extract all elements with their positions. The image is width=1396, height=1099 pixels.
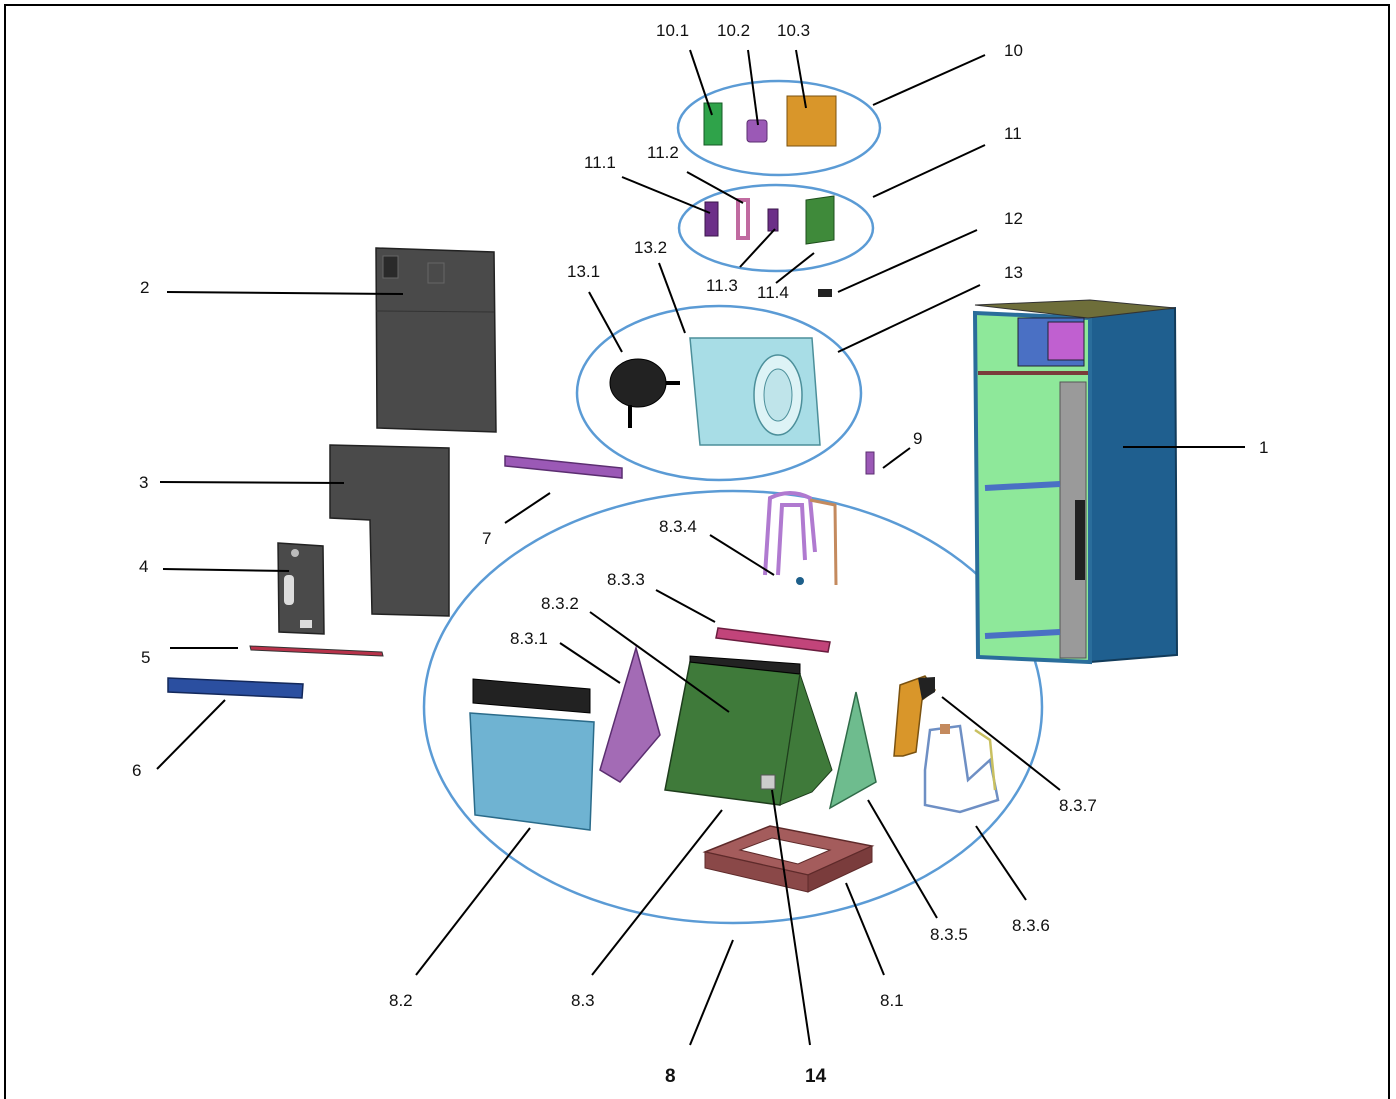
part-11-1-terminal	[704, 201, 719, 237]
part-6-tray	[167, 677, 304, 699]
label-2: 2	[140, 278, 149, 297]
part-1-cabinet	[972, 299, 1179, 665]
part-10-1-board	[703, 102, 723, 146]
label-8-2: 8.2	[389, 991, 413, 1010]
part-8-3-6-valve-assembly	[923, 724, 1000, 814]
diagram-border	[4, 4, 1390, 1099]
part-8-2-side-panel	[469, 678, 595, 831]
label-12: 12	[1004, 209, 1023, 228]
label-8-1: 8.1	[880, 991, 904, 1010]
label-4: 4	[139, 557, 148, 576]
label-5: 5	[141, 648, 150, 667]
group-11-ellipse	[677, 183, 875, 273]
part-11-3-terminal	[767, 208, 779, 232]
part-11-2-bracket	[736, 198, 750, 240]
label-13-2: 13.2	[634, 238, 667, 257]
label-9: 9	[913, 429, 922, 448]
part-3-lower-panel	[329, 444, 450, 617]
label-14: 14	[805, 1066, 827, 1087]
label-10: 10	[1004, 41, 1023, 60]
part-5-bar	[249, 645, 384, 657]
label-11: 11	[1004, 124, 1022, 143]
label-11-1: 11.1	[584, 153, 616, 172]
part-8-3-4-piping	[763, 491, 838, 586]
label-11-3: 11.3	[706, 276, 738, 295]
label-10-3: 10.3	[777, 21, 810, 40]
group-13-ellipse	[575, 304, 863, 482]
label-1: 1	[1259, 438, 1268, 457]
label-3: 3	[139, 473, 148, 492]
label-8-3-4: 8.3.4	[659, 517, 697, 536]
label-10-2: 10.2	[717, 21, 750, 40]
part-11-4-mount	[805, 195, 835, 245]
group-8-ellipse	[422, 489, 1044, 925]
part-8-3-3-baffle	[715, 627, 831, 653]
label-8-3-6: 8.3.6	[1012, 916, 1050, 935]
label-8-3-1: 8.3.1	[510, 629, 548, 648]
leader-lines	[156, 49, 1245, 1046]
part-8-3-5-coil-plate	[828, 691, 877, 810]
part-8-3-1-coil-plate	[599, 645, 661, 783]
part-7-bracket	[504, 455, 623, 479]
label-8-3: 8.3	[571, 991, 595, 1010]
part-13-2-blower	[689, 337, 821, 446]
label-7: 7	[482, 529, 491, 548]
label-6: 6	[132, 761, 141, 780]
label-8-3-5: 8.3.5	[930, 925, 968, 944]
part-4-control-plate	[277, 542, 325, 635]
label-11-2: 11.2	[647, 143, 679, 162]
part-8-1-drain-pan	[702, 825, 875, 893]
part-13-1-motor	[609, 358, 680, 428]
part-2-upper-panel	[375, 247, 497, 433]
part-10-3-control-board	[786, 95, 837, 147]
label-10-1: 10.1	[656, 21, 689, 40]
label-8-3-7: 8.3.7	[1059, 796, 1097, 815]
label-8-3-3: 8.3.3	[607, 570, 645, 589]
label-8-3-2: 8.3.2	[541, 594, 579, 613]
label-13: 13	[1004, 263, 1023, 282]
label-8: 8	[665, 1066, 676, 1087]
label-11-4: 11.4	[757, 283, 789, 302]
part-9-clip	[865, 451, 875, 475]
part-12-small-part	[818, 289, 832, 297]
label-13-1: 13.1	[567, 262, 600, 281]
part-8-3-7-sensor	[893, 675, 937, 757]
part-8-3-2-coil	[664, 655, 833, 806]
group-10-ellipse	[676, 79, 882, 177]
